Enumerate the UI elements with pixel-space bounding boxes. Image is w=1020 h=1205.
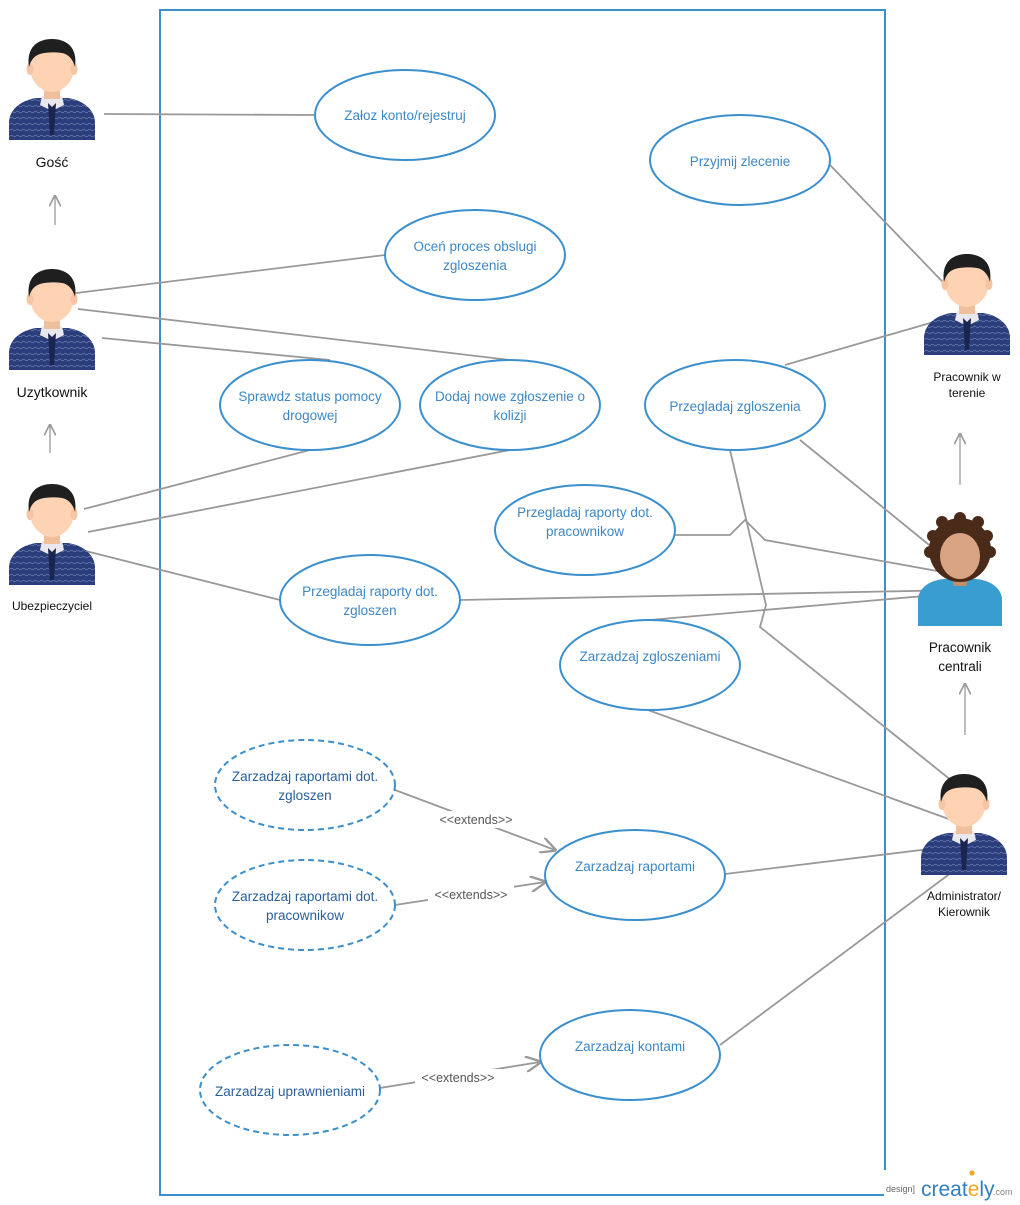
uc-label-zarz-uprawn: Zarzadzaj uprawnieniami xyxy=(215,1084,365,1099)
line-ubezp-dodaj xyxy=(87,449,511,533)
actor-uzytkownik[interactable]: Uzytkownik xyxy=(9,269,95,400)
uc-zarzadzaj-kontami[interactable] xyxy=(539,1009,721,1101)
line-zarzzgl-centrala xyxy=(649,591,971,621)
extends-label-3: <<extends>> xyxy=(422,1071,495,1085)
line-uzyt-dodaj xyxy=(77,308,511,361)
creately-watermark: design] creately .com xyxy=(884,1170,1020,1205)
line-raprac-centrala xyxy=(675,518,966,577)
line-uzyt-ocen xyxy=(43,254,386,298)
uc-zarzadzaj-uprawnieniami[interactable] xyxy=(199,1044,381,1136)
uc-zarzadzaj-zgloszeniami[interactable] xyxy=(559,619,741,711)
extends-arrows xyxy=(379,789,555,1089)
extends-labels: <<extends>> <<extends>> <<extends>> xyxy=(415,811,519,1086)
system-boundary xyxy=(159,9,886,1196)
line-kontami-admin xyxy=(719,854,976,1046)
uc-ocen-proces[interactable] xyxy=(384,209,566,301)
uc-label-przyjmij: Przyjmij zlecenie xyxy=(690,154,791,169)
person-icon xyxy=(9,484,95,585)
line-ubezp-rapzgl xyxy=(61,544,281,601)
actor-gosc[interactable]: Gość xyxy=(9,39,95,170)
uc-label-przegl-rap-zgl: Przegladaj raporty dot.zgloszen xyxy=(302,584,438,618)
line-uzyt-sprawdz xyxy=(101,337,331,361)
creately-logo: creately xyxy=(921,1170,995,1201)
actor-label-administrator: Administrator/Kierownik xyxy=(927,889,1002,919)
uc-przegladaj-zgloszenia[interactable] xyxy=(644,359,826,451)
uc-zarzadzaj-raportami-prac[interactable] xyxy=(214,859,396,951)
uc-label-przegl-zgl: Przegladaj zgloszenia xyxy=(669,399,801,414)
uc-label-przegl-rap-prac: Przegladaj raporty dot.pracownikow xyxy=(517,505,653,539)
uc-sprawdz-status[interactable] xyxy=(219,359,401,451)
line-ubezp-sprawdz xyxy=(83,449,311,510)
uc-przyjmij-zlecenie[interactable] xyxy=(649,114,831,206)
line-zarzzgl-admin xyxy=(647,709,969,827)
uc-zaloz-konto[interactable] xyxy=(314,69,496,161)
uc-zarzadzaj-raportami-zgl[interactable] xyxy=(214,739,396,831)
person-icon xyxy=(9,39,95,140)
uc-dodaj-zgloszenie[interactable] xyxy=(419,359,601,451)
uc-label-zaloz: Załoz konto/rejestruj xyxy=(344,108,466,123)
actor-label-gosc: Gość xyxy=(36,154,69,170)
svg-text:creately: creately xyxy=(921,1178,995,1201)
uc-przegladaj-raporty-prac[interactable] xyxy=(494,484,676,576)
actor-label-ubezpieczyciel: Ubezpieczyciel xyxy=(12,599,92,613)
actor-label-uzytkownik: Uzytkownik xyxy=(17,384,89,400)
line-przegl-admin xyxy=(729,449,973,798)
uc-label-zarz-kontami: Zarzadzaj kontami xyxy=(575,1039,685,1054)
extends-label-2: <<extends>> xyxy=(435,888,508,902)
use-cases xyxy=(219,69,831,1101)
woman-icon xyxy=(918,512,1002,626)
extends-label-1: <<extends>> xyxy=(440,813,513,827)
line-rapzgl-centrala xyxy=(459,589,961,601)
uc-zarzadzaj-raportami[interactable] xyxy=(544,829,726,921)
actor-ubezpieczyciel[interactable]: Ubezpieczyciel xyxy=(9,484,95,613)
watermark-suffix: .com xyxy=(993,1187,1013,1197)
line-raportami-admin xyxy=(724,844,963,875)
watermark-prefix: design] xyxy=(886,1184,915,1194)
line-przyjmij-teren xyxy=(829,164,964,304)
use-cases-dashed xyxy=(199,739,396,1136)
person-icon xyxy=(921,774,1007,875)
person-icon xyxy=(924,254,1010,355)
uc-przegladaj-raporty-zgl[interactable] xyxy=(279,554,461,646)
uc-label-zarz-rap-prac: Zarzadzaj raportami dot.pracownikow xyxy=(232,889,378,923)
uc-label-zarz-raportami: Zarzadzaj raportami xyxy=(575,859,695,874)
line-gosc-zaloz xyxy=(103,113,316,116)
person-icon xyxy=(9,269,95,370)
use-case-labels: Załoz konto/rejestruj Przyjmij zlecenie … xyxy=(215,108,801,1099)
uc-label-zarz-rap-zgl: Zarzadzaj raportami dot.zgloszen xyxy=(232,769,378,803)
actor-administrator[interactable]: Administrator/Kierownik xyxy=(921,774,1007,919)
generalization-arrows xyxy=(50,196,965,735)
uc-label-zarz-zgl: Zarzadzaj zgloszeniami xyxy=(579,649,720,664)
